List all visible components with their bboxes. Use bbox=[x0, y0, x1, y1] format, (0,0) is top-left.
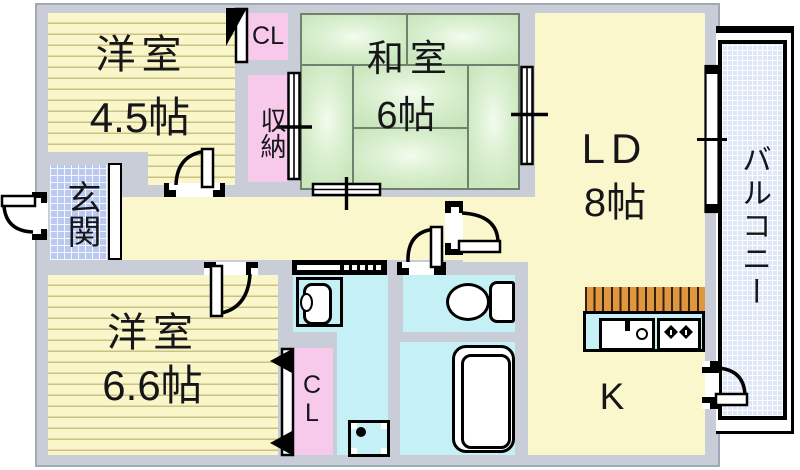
label-kitchen: K bbox=[599, 376, 625, 417]
balcony-floor bbox=[718, 40, 787, 420]
closet-bottom bbox=[292, 348, 333, 455]
vanity-mirror bbox=[297, 265, 340, 270]
basin-knob bbox=[300, 293, 313, 312]
label-japanese: 和室 bbox=[367, 38, 453, 79]
balcony-window bbox=[697, 64, 727, 214]
door-swing bbox=[164, 147, 225, 197]
door-swing bbox=[445, 201, 502, 255]
label-closet-bottom: CL bbox=[298, 371, 326, 427]
faucet-icon bbox=[625, 318, 630, 331]
door-swing bbox=[702, 361, 749, 409]
entrance-step bbox=[108, 163, 122, 260]
bathtub bbox=[452, 345, 515, 453]
hallway bbox=[122, 197, 463, 260]
sliding-door bbox=[311, 177, 382, 210]
drain-icon bbox=[356, 427, 366, 437]
washing-machine-pan bbox=[348, 420, 390, 457]
room-living-upper bbox=[535, 13, 705, 197]
door-swing bbox=[204, 262, 258, 318]
label-living-dining: LD bbox=[581, 125, 648, 172]
label-japanese-area: 6帖 bbox=[376, 95, 436, 137]
closet-top bbox=[248, 13, 288, 60]
door-swing bbox=[397, 225, 446, 275]
kitchen-backsplash bbox=[585, 287, 705, 312]
label-balcony: バルコニー bbox=[737, 143, 770, 309]
wash-basin bbox=[296, 277, 343, 327]
vanity-counter bbox=[292, 260, 387, 275]
sliding-door bbox=[277, 71, 312, 181]
label-entrance: 玄関 bbox=[62, 180, 100, 248]
label-western-bottom-area: 6.6帖 bbox=[102, 362, 203, 409]
label-living-dining-area: 8帖 bbox=[583, 181, 647, 225]
room-japanese bbox=[300, 13, 520, 190]
kitchen-sink bbox=[599, 318, 655, 351]
toilet bbox=[446, 283, 490, 321]
entrance-floor bbox=[50, 165, 107, 260]
stove bbox=[657, 318, 701, 351]
tatami-mat bbox=[300, 13, 408, 66]
toilet-tank bbox=[489, 281, 515, 323]
room-living-mid bbox=[463, 197, 705, 262]
drain-icon bbox=[636, 328, 648, 340]
label-western-top: 洋室 bbox=[95, 33, 188, 77]
closet-door bbox=[226, 7, 249, 64]
sliding-door bbox=[511, 65, 548, 166]
label-western-bottom: 洋室 bbox=[107, 311, 199, 355]
bifold-closet-door bbox=[270, 347, 295, 457]
kitchen-counter bbox=[583, 311, 705, 352]
label-storage: 収納 bbox=[257, 107, 287, 159]
front-door-swing bbox=[0, 192, 48, 240]
label-western-top-area: 4.5帖 bbox=[89, 94, 191, 141]
label-closet-top: CL bbox=[252, 22, 284, 50]
tatami-mat bbox=[467, 64, 520, 190]
